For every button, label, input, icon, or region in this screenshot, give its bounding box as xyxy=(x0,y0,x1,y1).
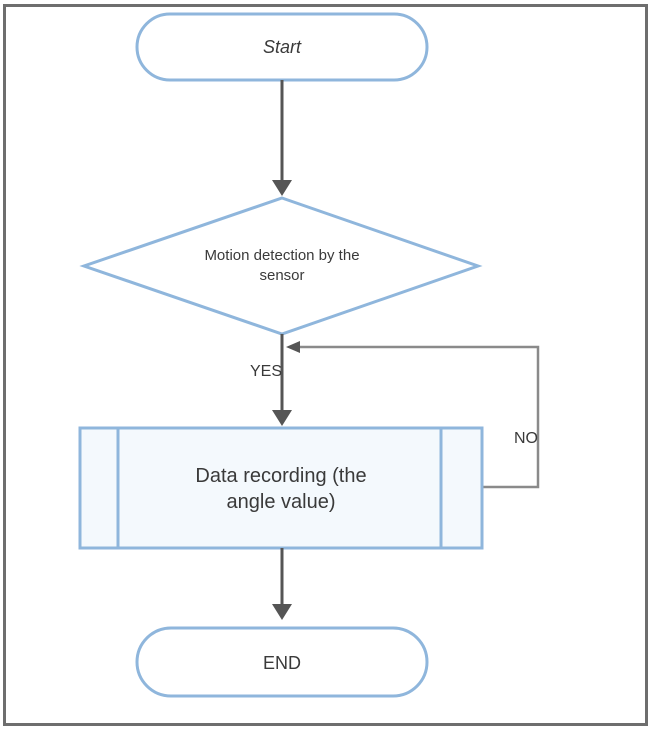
process-label-line2: angle value) xyxy=(227,491,336,513)
arrow-no-loop xyxy=(296,345,540,489)
diagram-frame xyxy=(3,4,648,726)
arrowhead-process-to-end xyxy=(272,604,292,620)
decision-diamond xyxy=(79,196,483,336)
arrowhead-no-loop xyxy=(286,341,300,353)
process-label-line1: Data recording (the xyxy=(195,465,366,487)
start-label: Start xyxy=(263,37,302,57)
decision-label-line2: sensor xyxy=(259,267,304,284)
end-terminal xyxy=(135,626,429,698)
arrowhead-start-to-decision xyxy=(272,180,292,196)
arrowhead-decision-to-process xyxy=(272,410,292,426)
decision-label-line1: Motion detection by the xyxy=(204,247,359,264)
yes-label: YES xyxy=(250,363,282,380)
process-box xyxy=(78,426,484,550)
no-label: NO xyxy=(514,430,538,447)
end-label: END xyxy=(263,653,301,673)
